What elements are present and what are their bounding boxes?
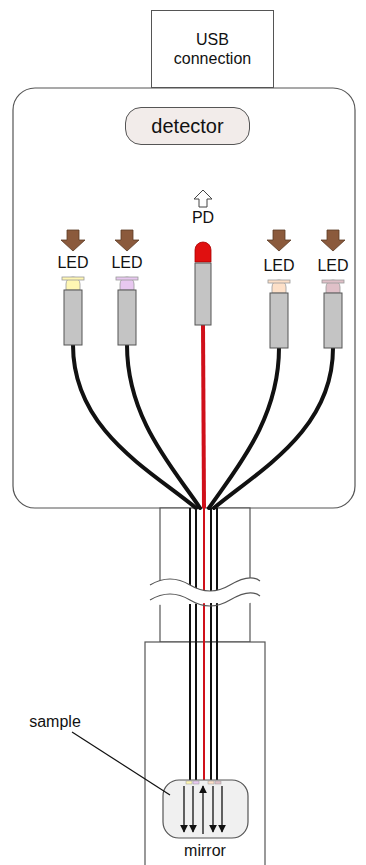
light-rays — [184, 786, 222, 834]
sample-chamber — [163, 780, 248, 838]
housing — [13, 88, 355, 508]
led-label: LED — [111, 254, 142, 272]
break-mark — [150, 578, 260, 606]
fiber-bundle — [190, 508, 217, 782]
pd-label: PD — [192, 209, 214, 227]
red-fiber — [203, 325, 204, 508]
mirror-label: mirror — [184, 842, 226, 860]
node-text: detector — [151, 114, 223, 138]
detector-box: detector — [125, 107, 250, 145]
detector-arrow — [194, 190, 212, 207]
sample-label: sample — [29, 713, 81, 731]
photodiode — [195, 242, 211, 262]
led-label: LED — [317, 257, 348, 275]
led-label: LED — [263, 257, 294, 275]
leader-line — [72, 732, 170, 795]
break-fill — [150, 578, 260, 605]
fiber-tips — [186, 781, 221, 784]
ferrules — [64, 263, 342, 348]
led-label: LED — [57, 254, 88, 272]
node-text: USB connection — [158, 30, 267, 68]
usb-box: USB connection — [151, 10, 274, 88]
